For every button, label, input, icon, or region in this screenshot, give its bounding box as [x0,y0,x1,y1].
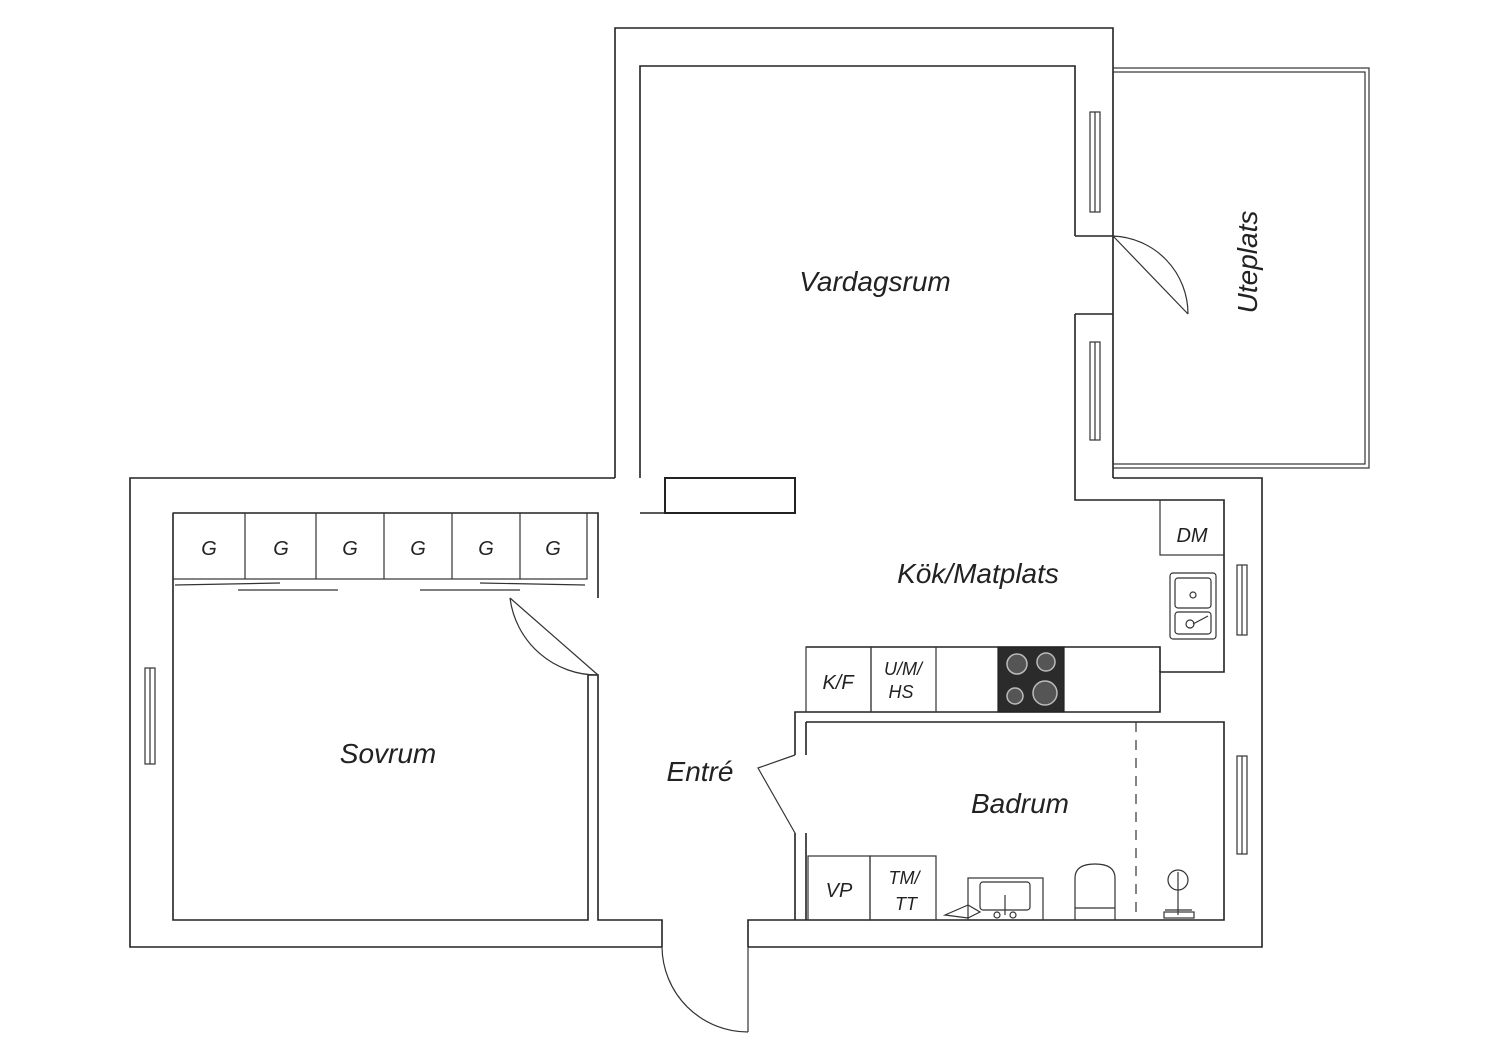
wardrobe-label: G [545,538,561,560]
tmtt-label-line2: TT [895,894,919,914]
room-label-entre: Entré [667,756,734,787]
wall-bedroom-inner [172,512,663,947]
terrace [1112,67,1370,469]
windows [144,111,1248,855]
shower-icon [1163,869,1195,919]
kf-label: K/F [822,672,855,694]
washbasin-icon [942,877,1044,921]
doors [509,235,1189,1033]
wardrobe-label: G [478,538,494,560]
window-living-upper [1089,111,1101,213]
window-bathroom [1236,755,1248,855]
window-kitchen [1236,564,1248,636]
door-terrace [1112,235,1189,315]
wardrobe-label: G [410,538,426,560]
toilet-icon [1074,863,1116,920]
wall-entry-bottom [747,919,808,947]
wardrobe-label: G [273,538,289,560]
window-bedroom [144,667,156,765]
room-label-sovrum: Sovrum [340,738,436,769]
room-label-vardagsrum: Vardagsrum [799,266,950,297]
walls [129,27,1263,948]
wall-bathroom [794,721,1225,921]
vp-label: VP [826,880,853,902]
wall-bottom-outer [129,477,1263,948]
kitchen-fixtures: DM K/F U/M/ HS [805,499,1225,713]
room-label-badrum: Badrum [971,788,1069,819]
stove-icon [997,646,1065,713]
wall-living-outer [614,27,1160,501]
sink-icon [1169,572,1217,640]
wall-stub [664,477,796,514]
dishwasher-box [1159,499,1225,556]
umhs-label-line2: HS [888,682,913,702]
oven-microwave-box [870,646,937,713]
wall-living-right-inner [1075,235,1113,315]
room-label-uteplats: Uteplats [1232,211,1263,314]
umhs-label-line1: U/M/ [884,659,924,679]
tmtt-label-line1: TM/ [889,868,922,888]
wardrobe-label: G [201,538,217,560]
room-labels: Vardagsrum Uteplats Kök/Matplats Sovrum … [340,211,1263,819]
room-label-kok: Kök/Matplats [897,558,1059,589]
wall-kitchen-counter-top [806,646,1161,672]
window-living-lower [1089,341,1101,441]
door-bedroom [509,597,599,676]
door-bathroom [757,754,796,834]
bathroom-fixtures: VP TM/ TT [807,722,1195,921]
door-front [661,946,749,1033]
wardrobes: G G G G G G [172,512,588,591]
washer-dryer-box [869,855,937,921]
dm-label: DM [1176,525,1207,547]
wardrobe-label: G [342,538,358,560]
